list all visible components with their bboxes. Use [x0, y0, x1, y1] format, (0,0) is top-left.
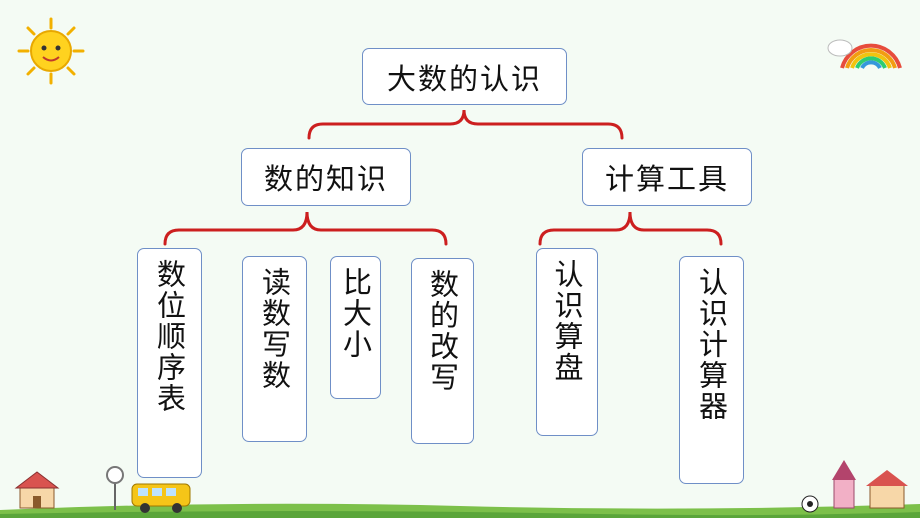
grass-icon	[0, 503, 920, 518]
leaf-label: 数的改写	[425, 269, 460, 393]
leaf-label: 认识算盘	[550, 259, 584, 383]
rainbow-icon	[827, 39, 902, 70]
leaf-label: 比大小	[338, 267, 373, 360]
root-node: 大数的认识	[362, 48, 567, 105]
connector-branch-2	[538, 211, 723, 246]
leaf-node-rewrite: 数的改写	[411, 258, 474, 444]
leaf-node-abacus: 认识算盘	[536, 248, 598, 436]
school-bus-icon	[131, 483, 191, 513]
connector-branch-1	[163, 211, 448, 246]
ball-icon	[801, 495, 819, 513]
leaf-label: 数位顺序表	[152, 259, 187, 414]
branch-node-knowledge: 数的知识	[241, 148, 411, 206]
branch-label: 计算工具	[604, 162, 729, 196]
sun-icon	[17, 17, 85, 85]
root-label: 大数的认识	[386, 61, 542, 96]
leaf-node-calculator: 认识计算器	[679, 256, 744, 484]
branch-node-tools: 计算工具	[582, 148, 752, 206]
leaf-label: 认识计算器	[694, 267, 729, 422]
leaf-node-read-write: 读数写数	[242, 256, 307, 442]
connector-root	[307, 109, 624, 140]
house-icon	[14, 471, 60, 509]
leaf-node-place-value-table: 数位顺序表	[137, 248, 202, 478]
leaf-node-compare: 比大小	[330, 256, 381, 399]
leaf-label: 读数写数	[257, 267, 292, 391]
branch-label: 数的知识	[263, 162, 388, 196]
sign-icon	[106, 466, 124, 510]
house-icon	[832, 460, 908, 509]
